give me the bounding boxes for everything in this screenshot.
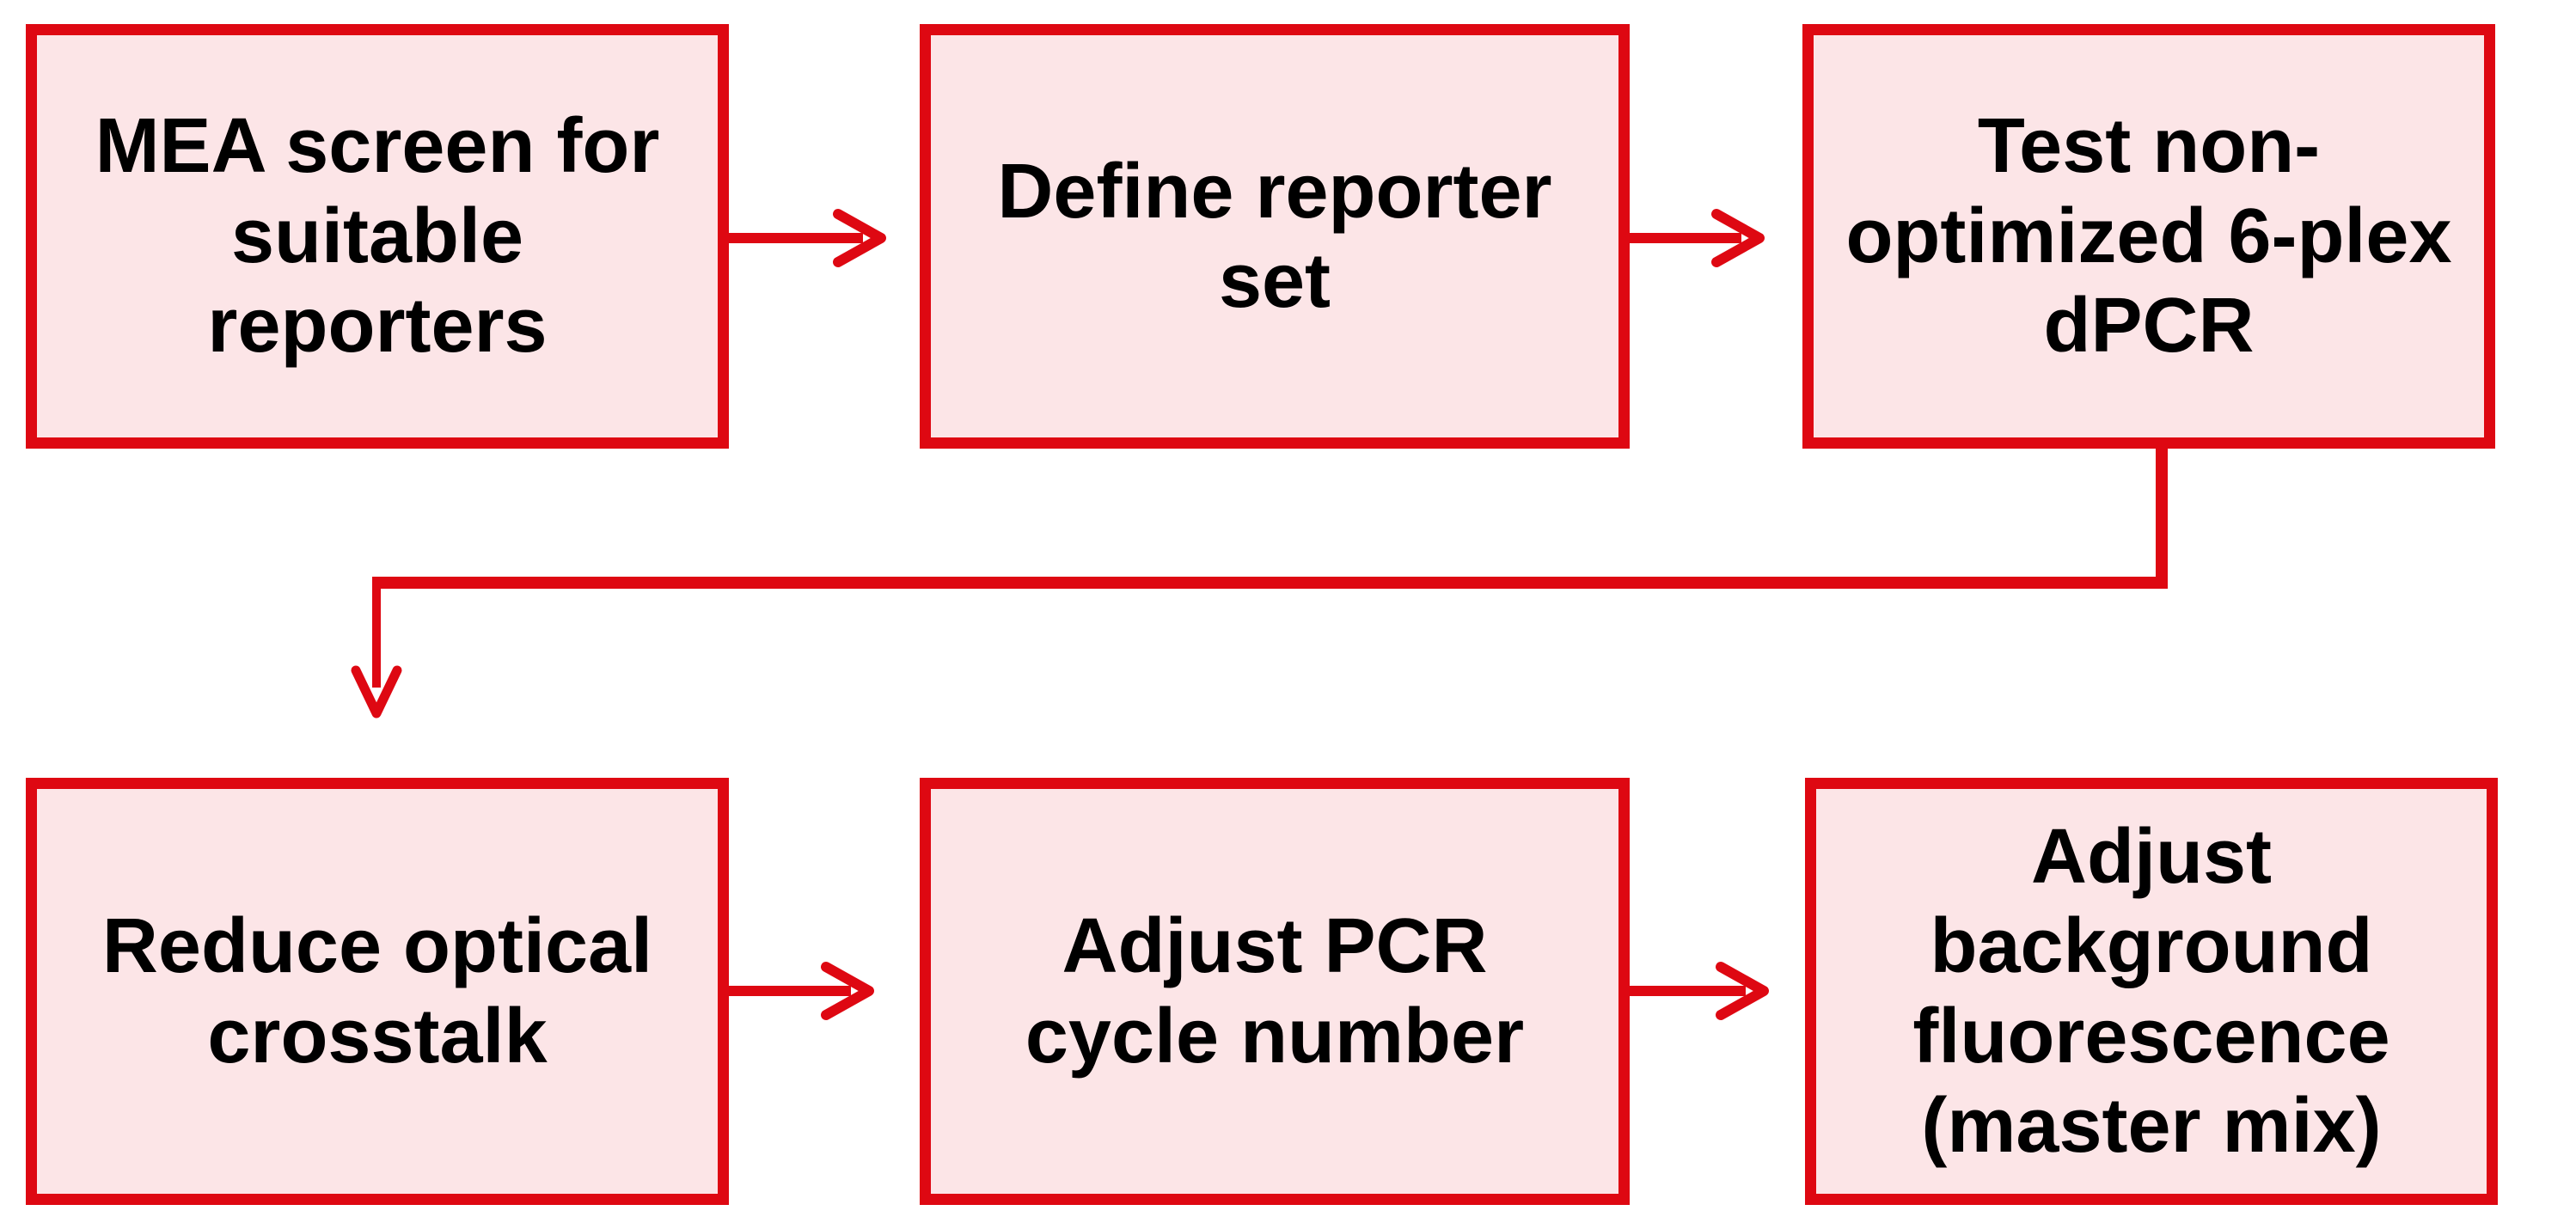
flow-box-reduce-optical-crosstalk: Reduce optical crosstalk	[26, 778, 729, 1205]
elbow-line	[372, 447, 2168, 589]
arrowhead-right-icon	[821, 962, 874, 1020]
arrow-box2-to-box3	[1630, 209, 1765, 267]
flow-box-label: MEA screen for suitable reporters	[95, 103, 660, 370]
flow-box-mea-screen: MEA screen for suitable reporters	[26, 24, 729, 449]
flow-box-label: Adjust background fluorescence (master m…	[1912, 813, 2390, 1169]
arrow-box4-to-box5	[729, 962, 874, 1020]
arrowhead-right-icon	[833, 209, 886, 267]
flow-box-label: Test non- optimized 6-plex dPCR	[1845, 103, 2452, 370]
flow-box-test-nonoptimized-dpcr: Test non- optimized 6-plex dPCR	[1802, 24, 2495, 449]
arrowhead-right-icon	[1711, 209, 1765, 267]
flow-box-adjust-pcr-cycle-number: Adjust PCR cycle number	[920, 778, 1630, 1205]
arrow-box5-to-box6	[1630, 962, 1769, 1020]
arrowhead-right-icon	[1716, 962, 1769, 1020]
flow-box-label: Define reporter set	[997, 148, 1552, 324]
flow-box-adjust-background-fluorescence: Adjust background fluorescence (master m…	[1805, 778, 2498, 1205]
arrow-box1-to-box2	[729, 209, 886, 267]
flow-box-define-reporter-set: Define reporter set	[920, 24, 1630, 449]
flow-box-label: Adjust PCR cycle number	[1025, 903, 1525, 1079]
elbow-connector-box3-to-box4	[351, 447, 2168, 718]
arrowhead-down-icon	[351, 665, 402, 718]
flow-box-label: Reduce optical crosstalk	[101, 903, 653, 1079]
